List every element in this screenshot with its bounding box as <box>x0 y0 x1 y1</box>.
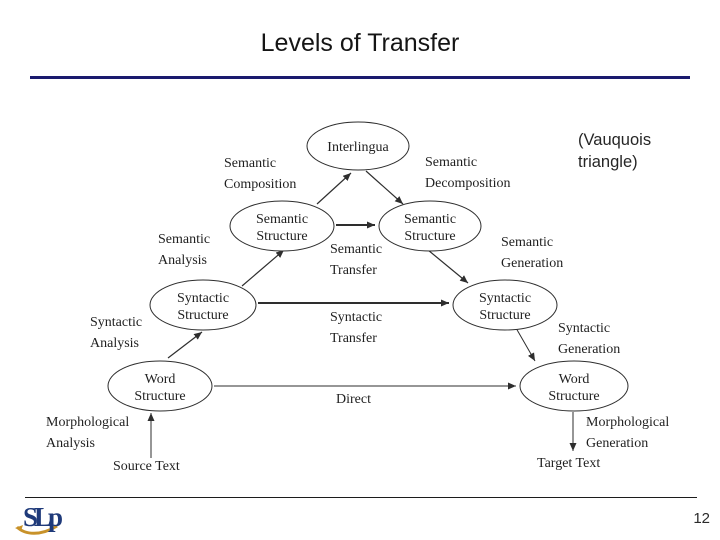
label-morphological-generation-line2: Generation <box>586 436 648 451</box>
label-semantic-generation-line1: Semantic <box>501 235 553 250</box>
edge-semantic-generation-arrow <box>427 249 469 284</box>
label-syntactic-analysis-line1: Syntactic <box>90 315 142 330</box>
node-word-structure-right-line2: Structure <box>548 389 599 404</box>
page-number: 12 <box>693 510 710 527</box>
node-semantic-structure-right-line2: Structure <box>404 229 455 244</box>
edge-semantic-decomposition-arrow <box>365 170 404 205</box>
footer-divider <box>25 497 697 498</box>
label-semantic-decomposition-line1: Semantic <box>425 155 477 170</box>
label-semantic-composition-line2: Composition <box>224 177 296 192</box>
label-source-text: Source Text <box>113 459 180 474</box>
annotation-vauquois-line1: (Vauquois <box>578 131 651 149</box>
label-syntactic-generation-line1: Syntactic <box>558 321 610 336</box>
label-morphological-analysis-line2: Analysis <box>46 436 95 451</box>
node-syntactic-structure-left-line1: Syntactic <box>177 291 229 306</box>
edge-syntactic-generation-arrow <box>515 327 536 362</box>
node-semantic-structure-right <box>378 200 482 252</box>
label-semantic-analysis-line1: Semantic <box>158 232 210 247</box>
label-morphological-generation-line1: Morphological <box>586 415 669 430</box>
node-semantic-structure-left-line2: Structure <box>256 229 307 244</box>
label-syntactic-transfer-line1: Syntactic <box>330 310 382 325</box>
node-semantic-structure-left <box>229 200 335 252</box>
edge-semantic-composition-arrow <box>316 172 352 205</box>
node-interlingua <box>306 121 410 171</box>
node-word-structure-right <box>519 360 629 412</box>
node-syntactic-structure-right <box>452 279 558 331</box>
title-divider <box>30 76 690 79</box>
label-syntactic-analysis-line2: Analysis <box>90 336 139 351</box>
slp-logo: SLp <box>15 502 66 535</box>
label-semantic-transfer-line1: Semantic <box>330 242 382 257</box>
node-semantic-structure-left-line1: Semantic <box>256 212 308 227</box>
node-syntactic-structure-left-line2: Structure <box>177 308 228 323</box>
label-semantic-transfer-line2: Transfer <box>330 263 377 278</box>
edge-syntactic-analysis-arrow <box>167 331 203 359</box>
node-syntactic-structure-left <box>149 279 257 331</box>
label-syntactic-transfer-line2: Transfer <box>330 331 377 346</box>
node-word-structure-left <box>107 360 213 412</box>
label-semantic-composition-line1: Semantic <box>224 156 276 171</box>
label-semantic-decomposition-line2: Decomposition <box>425 176 511 191</box>
logo-text: SLp <box>23 502 62 532</box>
edge-semantic-analysis-arrow <box>241 249 285 287</box>
label-direct: Direct <box>336 392 371 407</box>
node-semantic-structure-right-line1: Semantic <box>404 212 456 227</box>
logo-swoosh-tip <box>15 525 23 531</box>
node-syntactic-structure-right-line1: Syntactic <box>479 291 531 306</box>
node-word-structure-left-line1: Word <box>145 372 176 387</box>
node-interlingua-label: Interlingua <box>327 140 389 155</box>
label-syntactic-generation-line2: Generation <box>558 342 620 357</box>
node-word-structure-left-line2: Structure <box>134 389 185 404</box>
node-word-structure-right-line1: Word <box>559 372 590 387</box>
label-semantic-generation-line2: Generation <box>501 256 563 271</box>
label-target-text: Target Text <box>537 456 600 471</box>
annotation-vauquois-line2: triangle) <box>578 153 638 171</box>
label-morphological-analysis-line1: Morphological <box>46 415 129 430</box>
label-semantic-analysis-line2: Analysis <box>158 253 207 268</box>
page-title: Levels of Transfer <box>260 29 460 57</box>
node-syntactic-structure-right-line2: Structure <box>479 308 530 323</box>
